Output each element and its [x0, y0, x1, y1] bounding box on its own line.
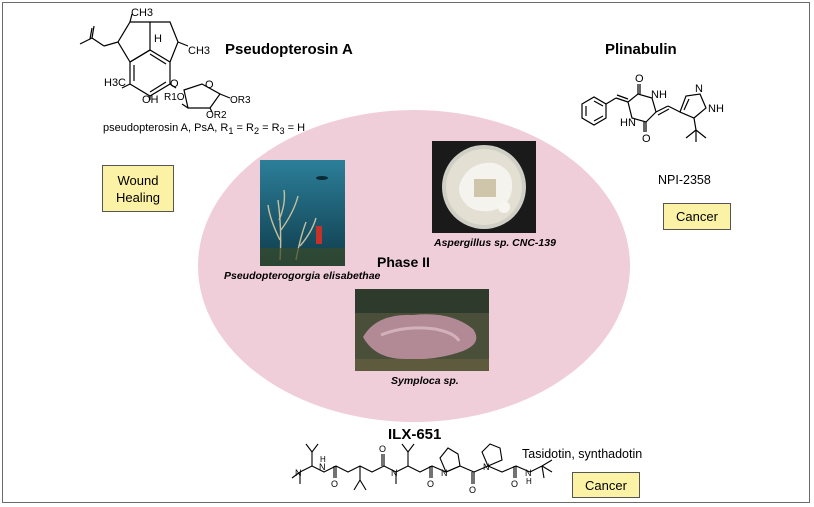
ilx-n3-label: N: [391, 468, 398, 478]
phase-label: Phase II: [377, 254, 430, 270]
ilx-n4-label: N: [441, 468, 448, 478]
cyanobacterium-image: [355, 289, 489, 371]
o-bottom-label: O: [642, 133, 651, 145]
ch3-top-label: CH3: [131, 8, 153, 19]
ilx651-cancer-box: Cancer: [572, 472, 640, 498]
nh-top-label: NH: [651, 89, 667, 101]
oh-label: OH: [142, 94, 159, 106]
o-top-label: O: [635, 73, 644, 85]
o-link-label: O: [170, 78, 179, 90]
ilx-o3-label: O: [427, 479, 434, 489]
fungus-image: [432, 141, 536, 233]
pseudopterosin-caption: pseudopterosin A, PsA, R1 = R2 = R3 = H: [103, 122, 306, 137]
ch3-right-label: CH3: [188, 45, 210, 57]
coral-photo: [260, 160, 345, 266]
plinabulin-title: Plinabulin: [605, 41, 677, 58]
ilx-n1-label: N: [295, 468, 302, 478]
plinabulin-structure: O NH HN O N NH: [581, 73, 724, 145]
ilx-o1-label: O: [331, 479, 338, 489]
wound-healing-box: Wound Healing: [102, 165, 174, 212]
ilx-h-first-label: H: [320, 455, 326, 464]
ilx-o5-label: O: [511, 479, 518, 489]
pseudopterosin-title: Pseudopterosin A: [225, 41, 353, 58]
fungus-label: Aspergillus sp. CNC-139: [434, 237, 556, 249]
ilx-o4-label: O: [469, 485, 476, 495]
ilx651-title: ILX-651: [388, 426, 442, 443]
plinabulin-cancer-box: Cancer: [663, 203, 731, 230]
ilx-h-last-label: H: [526, 477, 532, 486]
ilx-o2-label: O: [379, 444, 386, 454]
cyanobacterium-photo: [355, 289, 489, 371]
ilx651-synonyms: Tasidotin, synthadotin: [522, 447, 643, 461]
h3c-label: H3C: [104, 77, 126, 89]
plinabulin-code: NPI-2358: [658, 173, 711, 187]
pseudopterosin-structure: CH3 H CH3 H3C OH O O R1O OR3 OR2: [79, 8, 251, 120]
or2-label: OR2: [206, 110, 227, 120]
h-bridge-label: H: [154, 33, 162, 45]
o-ring-label: O: [205, 79, 214, 91]
cyanobacterium-label: Symploca sp.: [391, 375, 459, 387]
r1o-label: R1O: [164, 92, 185, 103]
ilx-n5-label: N: [483, 462, 490, 472]
ilx651-structure: N N H O O N O N O N O N H: [291, 443, 553, 495]
fungus-photo: [432, 141, 536, 233]
hn-bottom-label: HN: [620, 117, 636, 129]
coral-image: [260, 160, 345, 266]
n-imidazole-label: N: [695, 83, 703, 95]
ilx-n6-label: N: [525, 468, 532, 478]
nh-imidazole-label: NH: [708, 103, 724, 115]
or3-label: OR3: [230, 95, 251, 106]
coral-label: Pseudopterogorgia elisabethae: [224, 270, 381, 282]
ilx-n2-label: N: [319, 462, 326, 472]
